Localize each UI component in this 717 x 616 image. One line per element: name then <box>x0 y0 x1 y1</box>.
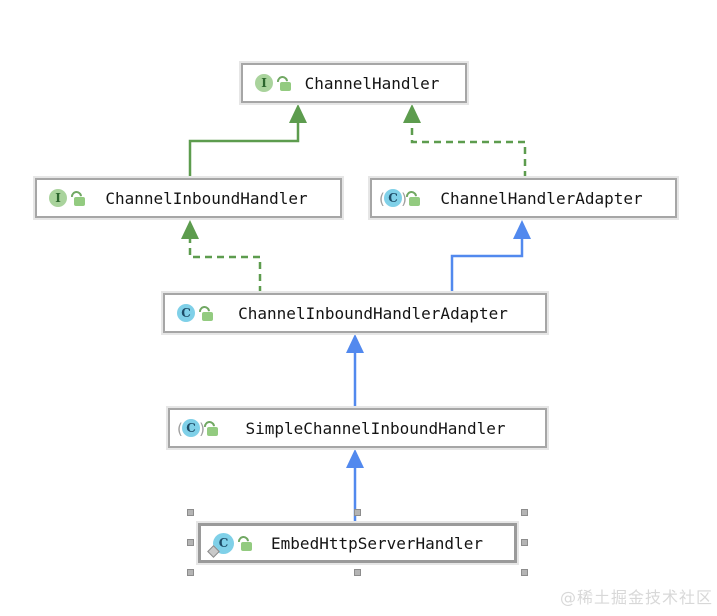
interface-icon: I <box>255 74 273 92</box>
public-open-lock-icon <box>205 421 218 436</box>
selection-handle-top-right[interactable] <box>521 509 528 516</box>
edge-simplechannelinboundhandler-extends-channelinboundhandleradapter <box>346 334 364 408</box>
class-icon: C <box>207 532 234 558</box>
edge-channelinboundhandleradapter-extends-channelhandleradapter <box>450 220 531 293</box>
class-node-channelhandler[interactable]: I ChannelHandler <box>241 63 467 103</box>
abstract-class-icon: C <box>379 189 407 208</box>
class-name: SimpleChannelInboundHandler <box>245 418 506 438</box>
selection-handle-middle-left[interactable] <box>187 539 194 546</box>
class-node-simplechannelinboundhandler[interactable]: C SimpleChannelInboundHandler <box>168 408 547 448</box>
class-node-embedhttpserverhandler[interactable]: C EmbedHttpServerHandler <box>198 523 517 563</box>
class-name: EmbedHttpServerHandler <box>271 533 483 553</box>
class-name: ChannelHandler <box>304 73 440 93</box>
class-node-channelinboundhandleradapter[interactable]: C ChannelInboundHandlerAdapter <box>163 293 547 333</box>
watermark: @稀土掘金技术社区 <box>559 588 713 607</box>
selection-handle-bottom-center[interactable] <box>354 569 361 576</box>
edge-channelhandleradapter-implements-channelhandler <box>403 104 527 178</box>
abstract-class-icon: C <box>177 419 205 438</box>
class-node-channelhandleradapter[interactable]: C ChannelHandlerAdapter <box>370 178 677 218</box>
edge-channelinboundhandleradapter-implements-channelinboundhandler <box>181 220 262 293</box>
selection-handle-top-center[interactable] <box>354 509 361 516</box>
public-open-lock-icon <box>278 76 291 91</box>
selection-handle-bottom-left[interactable] <box>187 569 194 576</box>
class-name: ChannelInboundHandlerAdapter <box>238 303 508 323</box>
selection-handle-middle-right[interactable] <box>521 539 528 546</box>
class-node-channelinboundhandler[interactable]: I ChannelInboundHandler <box>35 178 342 218</box>
edge-channelinboundhandler-extends-channelhandler <box>188 104 307 178</box>
public-open-lock-icon <box>200 306 213 321</box>
selection-handle-top-left[interactable] <box>187 509 194 516</box>
class-name: ChannelInboundHandler <box>105 188 308 208</box>
interface-icon: I <box>49 189 67 207</box>
public-open-lock-icon <box>72 191 85 206</box>
class-name: ChannelHandlerAdapter <box>440 188 643 208</box>
selection-handle-bottom-right[interactable] <box>521 569 528 576</box>
public-open-lock-icon <box>407 191 420 206</box>
public-open-lock-icon <box>239 536 252 551</box>
class-icon: C <box>177 304 195 322</box>
